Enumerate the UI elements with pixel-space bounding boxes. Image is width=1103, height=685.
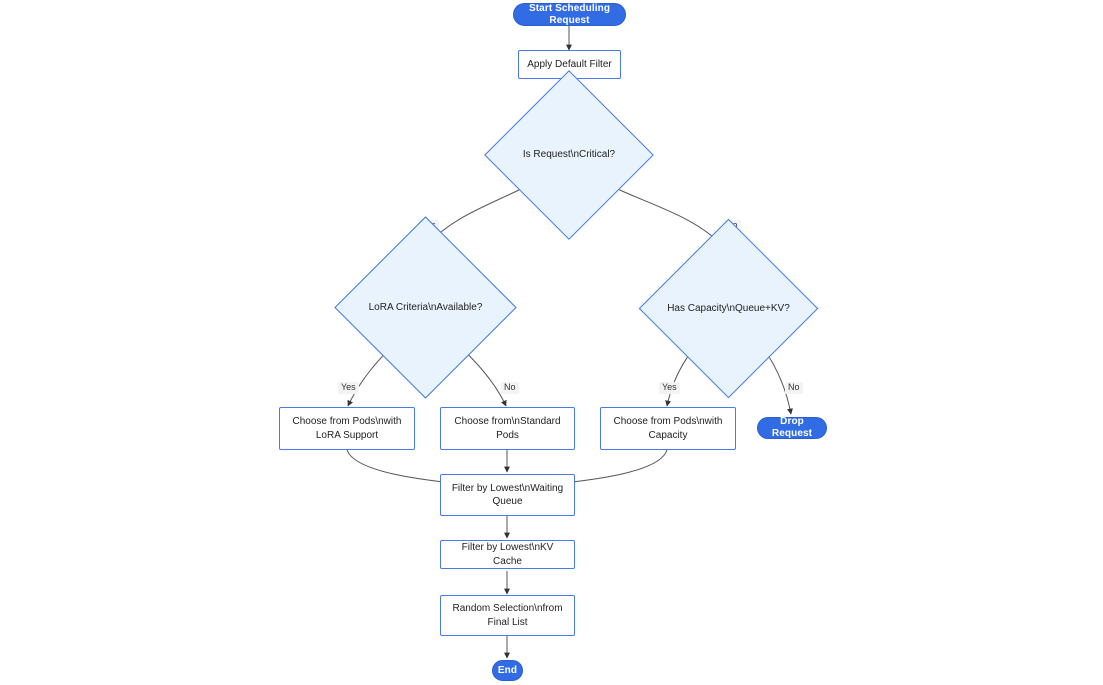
- node-has-capacity-label: Has Capacity\nQueue+KV?: [667, 302, 790, 314]
- node-lora-criteria-available[interactable]: LoRA Criteria\nAvailable?: [334, 216, 517, 399]
- edge-label-capacity-no: No: [785, 382, 803, 394]
- node-random-selection-line1: Random Selection\nfrom: [452, 603, 563, 614]
- node-choose-lora-pods[interactable]: Choose from Pods\nwith LoRA Support: [279, 407, 415, 450]
- node-choose-capacity-pods[interactable]: Choose from Pods\nwith Capacity: [600, 407, 736, 450]
- node-is-request-critical[interactable]: Is Request\nCritical?: [484, 70, 654, 240]
- edge-label-lora-no: No: [501, 382, 519, 394]
- node-choose-lora-pods-line1: Choose from Pods\nwith: [292, 416, 402, 427]
- node-choose-standard-pods[interactable]: Choose from\nStandard Pods: [440, 407, 575, 450]
- node-start[interactable]: Start Scheduling Request: [513, 3, 626, 26]
- node-choose-capacity-pods-line1: Choose from Pods\nwith: [613, 416, 723, 427]
- node-lora-criteria-available-label: LoRA Criteria\nAvailable?: [368, 301, 483, 313]
- node-choose-capacity-pods-line2: Capacity: [648, 429, 688, 441]
- node-has-capacity[interactable]: Has Capacity\nQueue+KV?: [638, 218, 819, 399]
- node-drop-request[interactable]: Drop Request: [757, 416, 827, 439]
- node-random-selection[interactable]: Random Selection\nfrom Final List: [440, 595, 575, 636]
- node-choose-standard-pods-line1: Choose from\nStandard: [454, 416, 561, 427]
- node-is-request-critical-label: Is Request\nCritical?: [522, 149, 616, 160]
- node-filter-waiting-queue-line2: Queue: [492, 496, 523, 507]
- node-choose-lora-pods-line2: LoRA Support: [315, 429, 379, 441]
- node-filter-waiting-queue-line1: Filter by Lowest\nWaiting: [451, 482, 564, 494]
- edge-label-lora-yes: Yes: [338, 382, 359, 394]
- node-end[interactable]: End: [492, 660, 523, 681]
- node-random-selection-line2: Final List: [487, 616, 528, 628]
- node-filter-waiting-queue[interactable]: Filter by Lowest\nWaiting Queue: [440, 474, 575, 516]
- node-choose-standard-pods-line2: Pods: [496, 429, 519, 441]
- node-filter-kv-cache[interactable]: Filter by Lowest\nKV Cache: [440, 540, 575, 569]
- edge-label-capacity-yes: Yes: [659, 382, 680, 394]
